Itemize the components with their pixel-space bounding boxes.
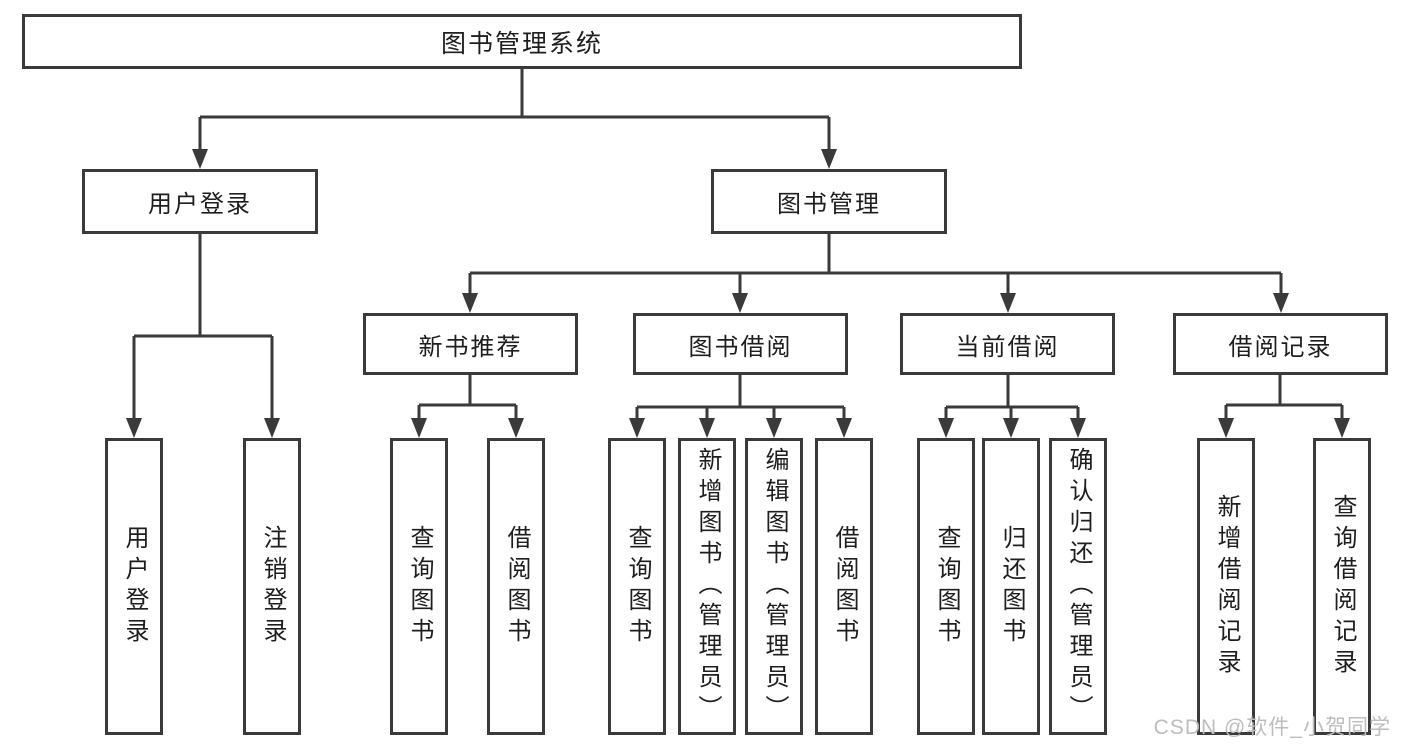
node-label: 用户登录 (121, 524, 148, 649)
node-new-book-recommend: 新书推荐 (363, 313, 578, 375)
node-label: 编辑图书（管理员） (761, 447, 788, 726)
node-book-borrowing: 图书借阅 (633, 313, 848, 375)
node-label: 查询图书 (406, 524, 433, 649)
node-leaf-add-borrow-record: 新增借阅记录 (1197, 438, 1255, 735)
node-book-management: 图书管理 (711, 169, 947, 234)
node-borrowing-records: 借阅记录 (1173, 313, 1388, 375)
node-label: 确认归还（管理员） (1065, 447, 1092, 726)
node-label: 图书借阅 (688, 333, 793, 361)
node-label: 新增图书（管理员） (694, 447, 721, 726)
node-label: 注销登录 (259, 524, 286, 649)
node-label: 借阅图书 (831, 524, 858, 649)
node-leaf-user-login: 用户登录 (105, 438, 163, 735)
node-leaf-borrow-books-1: 借阅图书 (487, 438, 545, 735)
node-current-borrowing: 当前借阅 (900, 313, 1115, 375)
node-label: 查询图书 (933, 524, 960, 649)
node-label: 查询借阅记录 (1329, 493, 1356, 680)
node-label: 图书管理 (777, 191, 881, 218)
node-leaf-query-books-1: 查询图书 (390, 438, 448, 735)
node-label: 查询图书 (624, 524, 651, 649)
node-leaf-edit-books-admin: 编辑图书（管理员） (745, 438, 803, 735)
node-leaf-logout: 注销登录 (243, 438, 301, 735)
node-label: 新增借阅记录 (1213, 493, 1240, 680)
node-leaf-query-books-3: 查询图书 (917, 438, 975, 735)
node-label: 当前借阅 (955, 333, 1060, 361)
node-leaf-query-borrow-record: 查询借阅记录 (1313, 438, 1371, 735)
node-label: 借阅记录 (1228, 333, 1333, 361)
node-leaf-confirm-return-admin: 确认归还（管理员） (1049, 438, 1107, 735)
node-leaf-borrow-books-2: 借阅图书 (815, 438, 873, 735)
node-label: 图书管理系统 (440, 29, 603, 58)
node-leaf-add-books-admin: 新增图书（管理员） (678, 438, 736, 735)
node-user-login: 用户登录 (82, 169, 318, 234)
node-label: 归还图书 (998, 524, 1025, 649)
node-label: 新书推荐 (418, 333, 523, 361)
csdn-watermark: CSDN @软件_小贺同学 (1153, 716, 1391, 739)
node-library-management-system: 图书管理系统 (22, 14, 1022, 69)
node-leaf-return-books: 归还图书 (982, 438, 1040, 735)
node-label: 用户登录 (148, 191, 252, 218)
node-leaf-query-books-2: 查询图书 (608, 438, 666, 735)
node-label: 借阅图书 (503, 524, 530, 649)
